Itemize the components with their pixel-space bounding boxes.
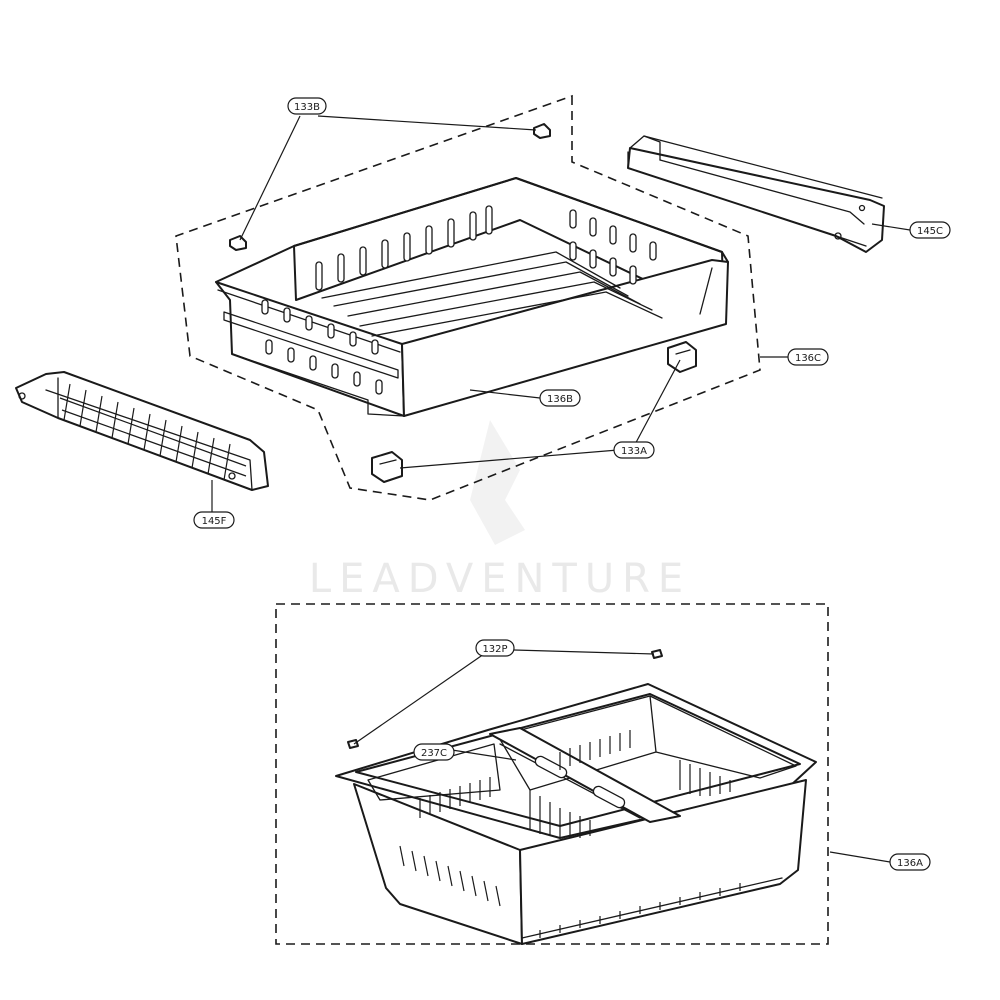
- callout-132p: 132P: [475, 639, 515, 657]
- cap-133b-right: [533, 123, 551, 139]
- drawer-136a: [335, 683, 817, 945]
- roller-133a-left: [371, 451, 403, 483]
- callout-133a: 133A: [613, 441, 655, 459]
- drawer-136b-back-slots: [315, 205, 493, 291]
- roller-133a-right: [667, 341, 697, 373]
- callout-label-132p: 132P: [482, 644, 507, 655]
- drawer-136b-front-slots: [261, 299, 383, 395]
- rail-145c: [627, 135, 885, 253]
- drawer-136b-side-slots: [569, 209, 657, 285]
- leader-lines: [211, 115, 911, 863]
- drawer-136a-vents: [399, 730, 731, 907]
- callout-label-237c: 237C: [421, 748, 447, 759]
- rail-145f: [15, 371, 269, 491]
- watermark: LEADVENTURE: [309, 420, 691, 602]
- callout-237c: 237C: [413, 743, 455, 761]
- cap-133b-left: [229, 235, 247, 251]
- drawer-136b: [215, 177, 729, 417]
- callout-label-136b: 136B: [547, 394, 573, 405]
- tab-132p-right: [651, 649, 663, 659]
- callout-label-145c: 145C: [917, 226, 943, 237]
- tab-132p-left: [347, 739, 359, 749]
- watermark-text: LEADVENTURE: [309, 556, 691, 602]
- callout-136c: 136C: [787, 348, 829, 366]
- callout-label-133b: 133B: [294, 102, 320, 113]
- lower-group-outline: [275, 603, 829, 945]
- callout-133b: 133B: [287, 97, 327, 115]
- callout-label-136a: 136A: [897, 858, 923, 869]
- callout-136a: 136A: [889, 853, 931, 871]
- callout-label-133a: 133A: [621, 446, 647, 457]
- upper-group-outline: [175, 94, 761, 501]
- callout-145f: 145F: [193, 511, 235, 529]
- callout-145c: 145C: [909, 221, 951, 239]
- callout-136b: 136B: [539, 389, 581, 407]
- callout-label-136c: 136C: [795, 353, 821, 364]
- callout-label-145f: 145F: [202, 516, 227, 527]
